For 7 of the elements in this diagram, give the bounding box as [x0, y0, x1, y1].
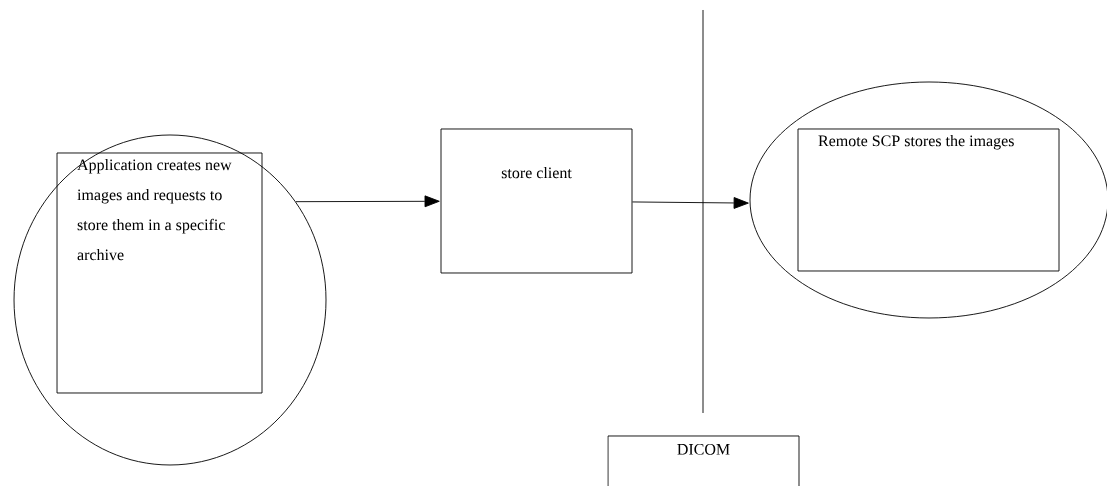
- text-box: DICOM: [607, 435, 800, 486]
- ellipse: [13, 134, 327, 466]
- arrow: [295, 195, 440, 208]
- text-box: store client: [440, 128, 633, 274]
- text-box: Application creates new images and requests to store them in a specific archive: [56, 152, 263, 394]
- arrow: [632, 197, 749, 209]
- text-box: Remote SCP stores the images: [797, 128, 1060, 272]
